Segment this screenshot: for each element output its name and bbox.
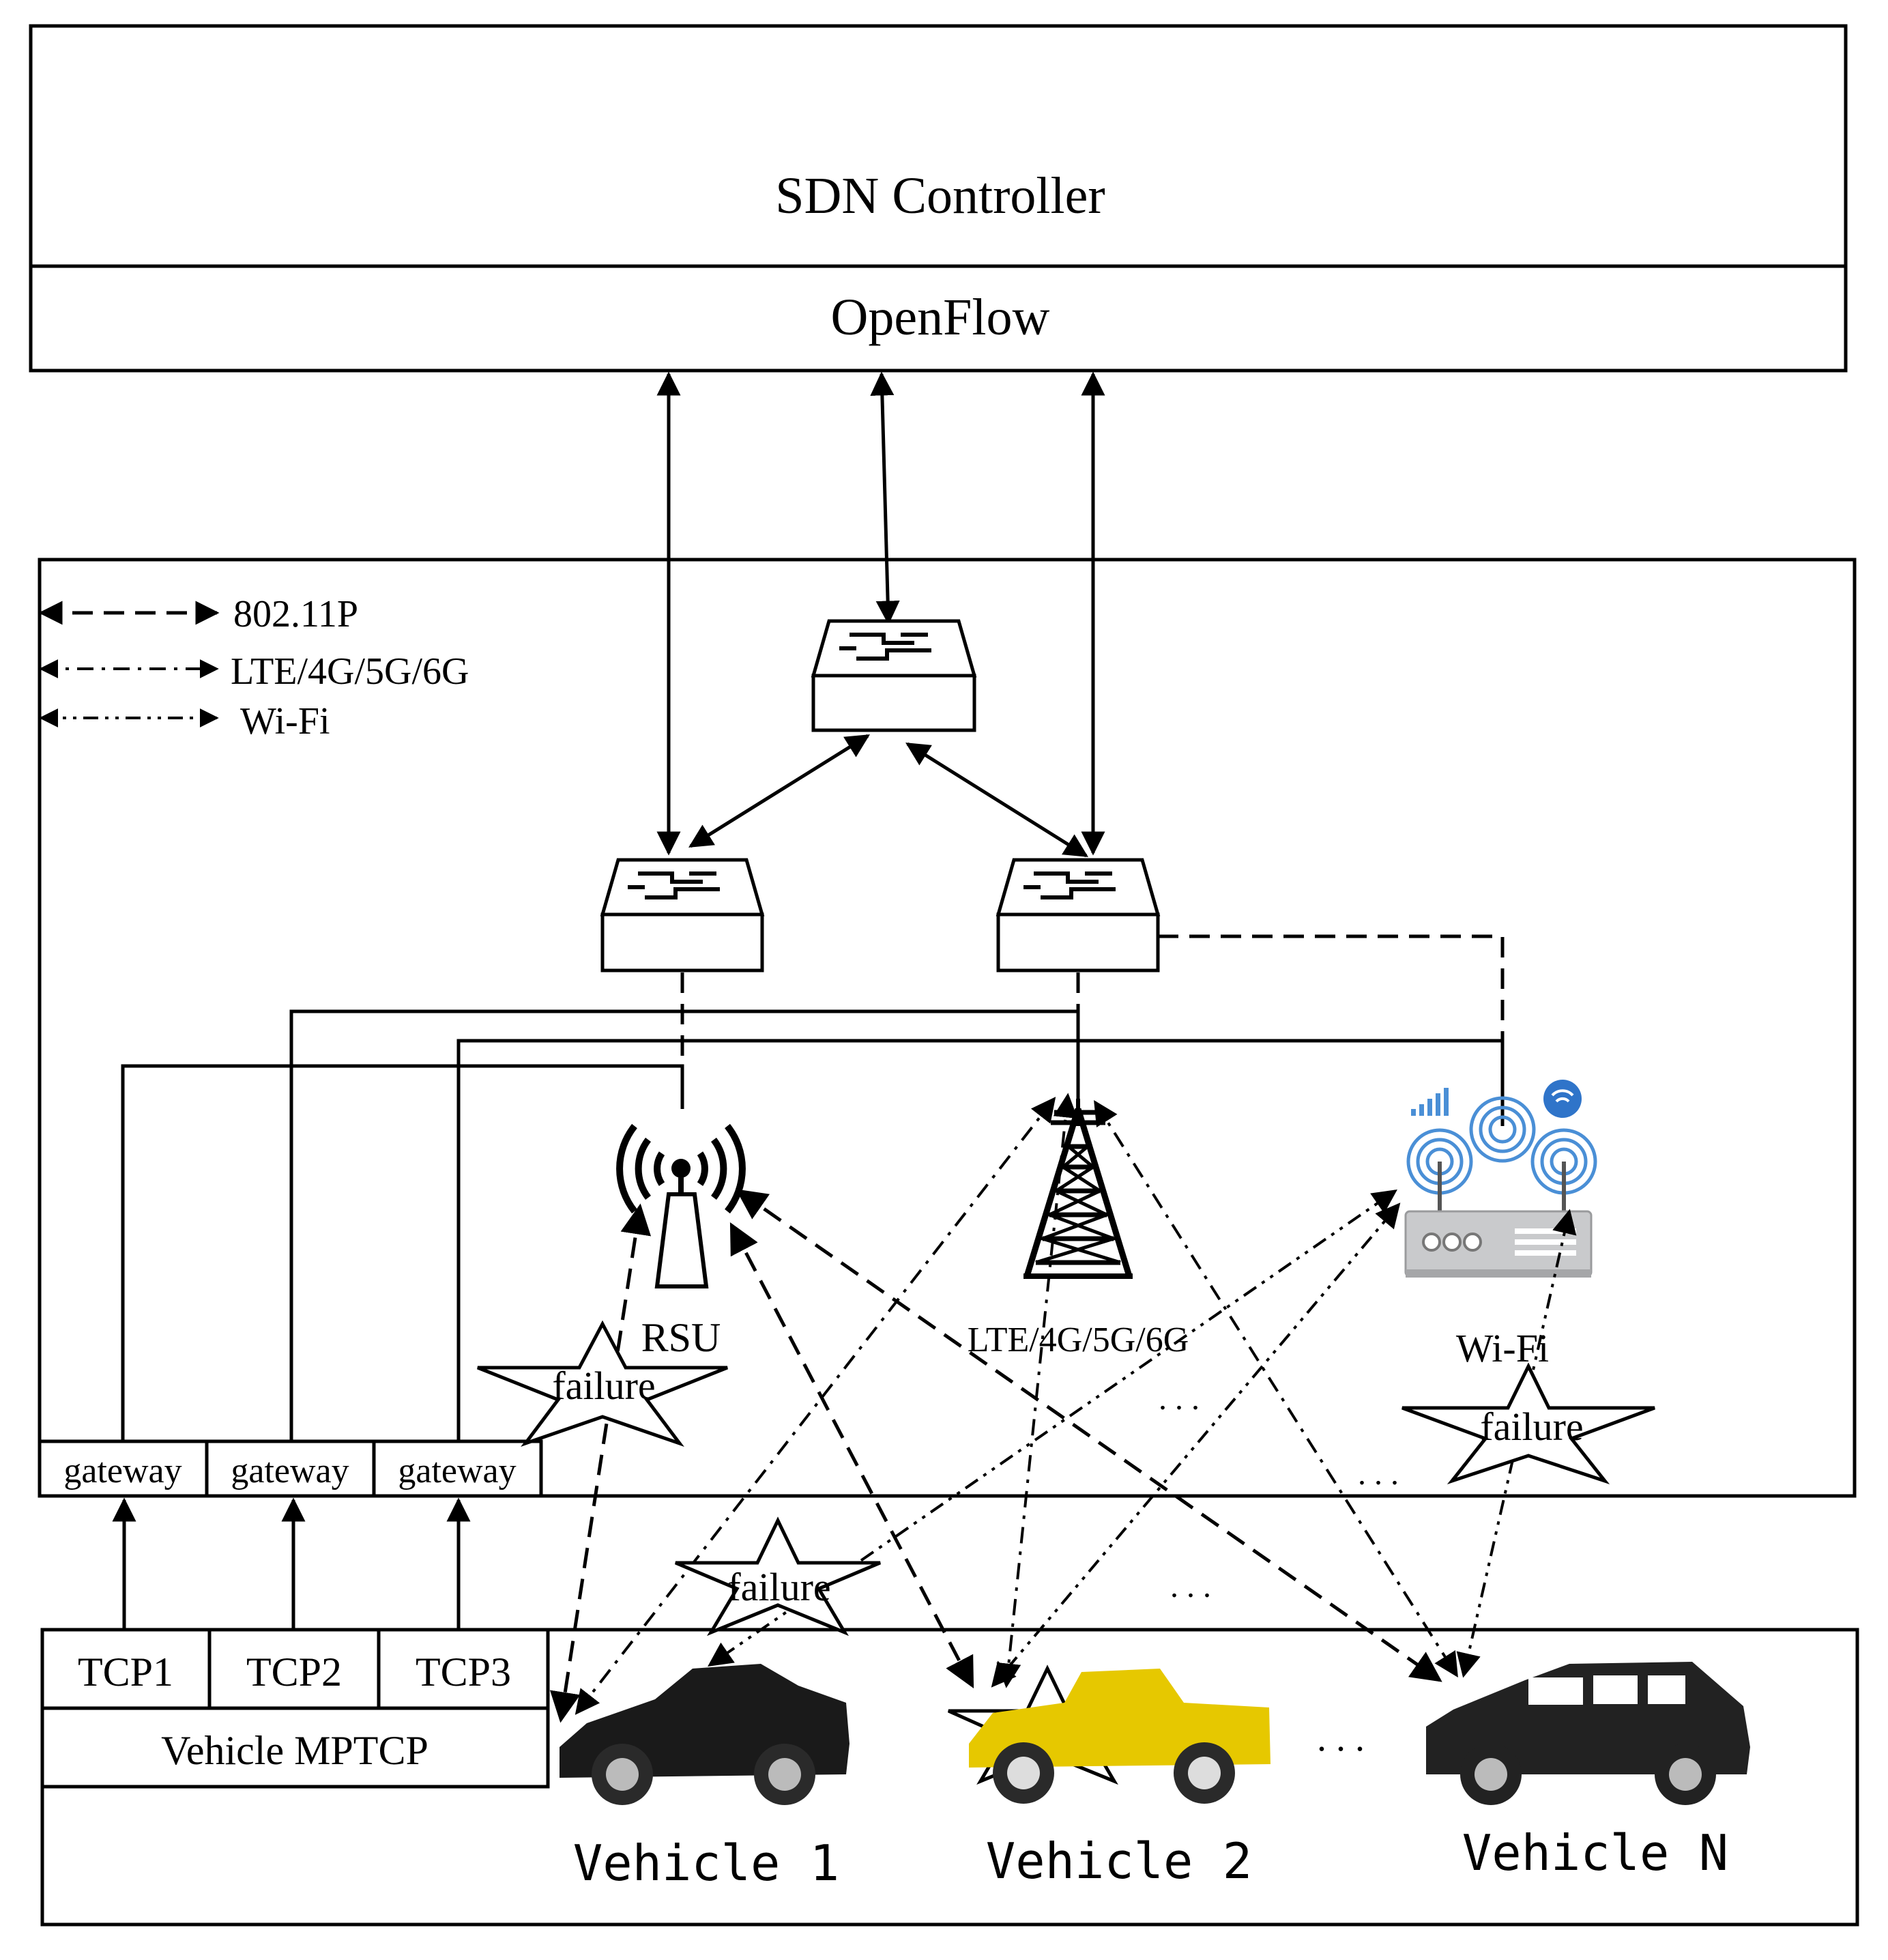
openflow-label: OpenFlow xyxy=(831,289,1050,346)
tcp3-label: TCP3 xyxy=(416,1649,511,1695)
ellipsis-network-2: . . . xyxy=(1358,1456,1399,1492)
legend: 802.11P LTE/4G/5G/6G Wi-Fi xyxy=(38,593,469,743)
vehicle-2-label: Vehicle 2 xyxy=(986,1832,1252,1890)
failure-marker-wifi: failure xyxy=(1402,1362,1655,1484)
failure-marker-rsu: failure xyxy=(477,1320,728,1447)
tcp1-label: TCP1 xyxy=(78,1649,173,1695)
edge-switch-left-icon xyxy=(600,858,765,972)
gateway-label-1: gateway xyxy=(63,1452,181,1490)
edge-switch-right-icon xyxy=(996,858,1161,972)
cellular-label: LTE/4G/5G/6G xyxy=(968,1321,1189,1359)
legend-label-lte: LTE/4G/5G/6G xyxy=(231,650,469,693)
vehicle-2-car-icon xyxy=(969,1669,1270,1804)
controller-title: SDN Controller xyxy=(775,167,1105,225)
tcp2-label: TCP2 xyxy=(246,1649,342,1695)
rsu-label: RSU xyxy=(641,1315,721,1360)
ellipsis-network-1: . . . xyxy=(1159,1381,1200,1417)
ellipsis-vehicles: . . . xyxy=(1317,1717,1365,1759)
gateway-label-2: gateway xyxy=(231,1452,349,1490)
vehicle-1-label: Vehicle 1 xyxy=(573,1834,839,1892)
switch-links xyxy=(688,734,1088,858)
failure-marker-vehicle1: failure xyxy=(675,1516,881,1637)
gateway-row: gateway gateway gateway xyxy=(38,1439,543,1498)
svg-text:failure: failure xyxy=(1480,1404,1583,1449)
mptcp-stack: TCP1 TCP2 TCP3 Vehicle MPTCP xyxy=(40,1628,550,1789)
subflow-arrows xyxy=(112,1497,471,1630)
wifi-label: Wi-Fi xyxy=(1456,1326,1549,1370)
gateway-backbone-lines xyxy=(121,1009,1505,1441)
mptcp-label: Vehicle MPTCP xyxy=(161,1728,429,1773)
vehicle-n-car-icon xyxy=(1426,1662,1750,1805)
sdn-controller-box: SDN Controller OpenFlow xyxy=(29,24,1848,373)
legend-label-80211p: 802.11P xyxy=(233,593,358,635)
core-switch-icon xyxy=(811,619,977,732)
wireless-links xyxy=(549,1093,1577,1723)
openflow-links xyxy=(656,371,1105,856)
svg-text:failure: failure xyxy=(552,1364,655,1408)
vehicle-n-label: Vehicle N xyxy=(1462,1824,1728,1882)
ellipsis-network-3: . . . xyxy=(1170,1568,1211,1604)
svg-text:failure: failure xyxy=(727,1565,830,1609)
legend-label-wifi: Wi-Fi xyxy=(240,700,330,743)
vehicle-1-car-icon xyxy=(560,1664,849,1805)
gateway-label-3: gateway xyxy=(398,1452,516,1490)
